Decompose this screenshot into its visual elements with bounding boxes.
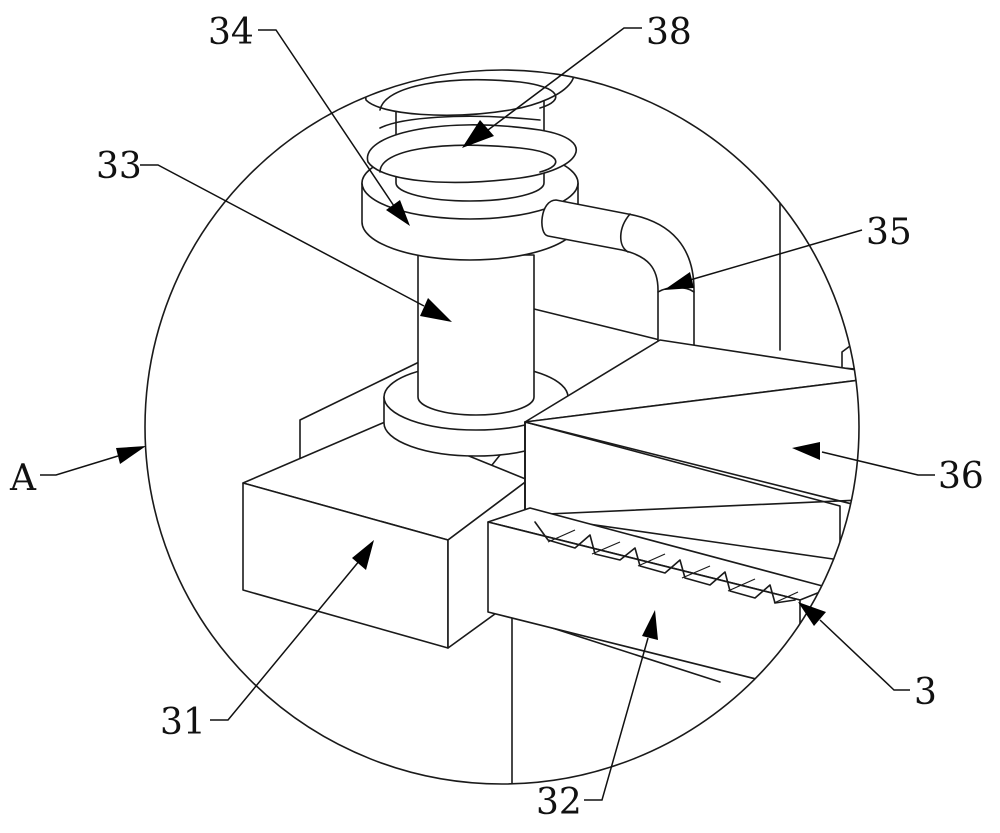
label-33: 33 — [96, 146, 142, 187]
label-32: 32 — [536, 782, 582, 823]
column-33 — [383, 254, 569, 457]
label-34: 34 — [208, 12, 254, 53]
spring-38 — [365, 70, 577, 202]
label-38: 38 — [646, 12, 692, 53]
label-3: 3 — [914, 672, 937, 713]
label-36: 36 — [938, 456, 984, 497]
leader-lines — [40, 27, 935, 801]
detail-circle — [144, 69, 860, 785]
reference-labels: 34 38 33 35 36 31 3 32 A — [9, 12, 984, 823]
label-31: 31 — [160, 702, 206, 743]
label-35: 35 — [866, 212, 912, 253]
label-detail-a: A — [9, 458, 37, 499]
slider-block-36 — [524, 339, 859, 561]
rack-teeth — [534, 521, 799, 604]
detail-contents — [242, 70, 859, 784]
